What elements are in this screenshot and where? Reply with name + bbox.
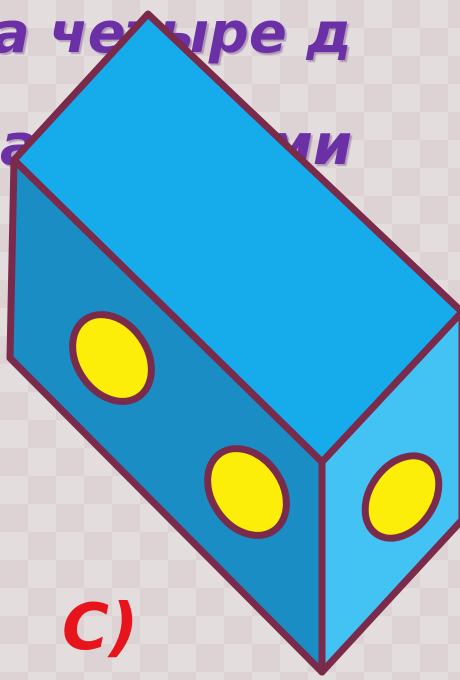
domino-pip-left-upper (69, 311, 155, 405)
domino-pip-left-lower (204, 445, 290, 539)
domino-pip-right (361, 452, 443, 542)
answer-option-label: С) (62, 591, 139, 665)
